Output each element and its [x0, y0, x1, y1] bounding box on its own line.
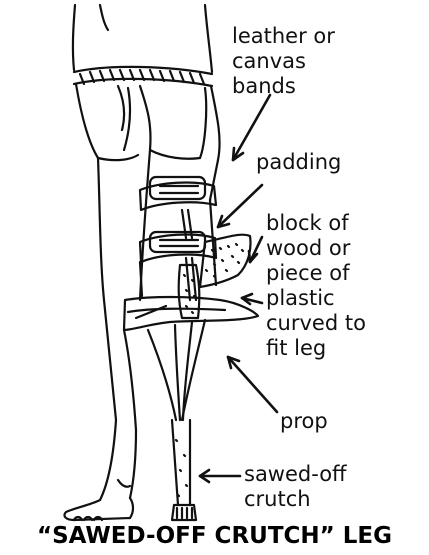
label-prop-line: prop — [280, 409, 328, 434]
label-prop: prop — [280, 409, 328, 434]
label-block-line: fit leg — [266, 336, 366, 361]
label-crutch-line: crutch — [244, 487, 347, 512]
shorts — [76, 84, 220, 160]
label-crutch: sawed-off crutch — [244, 462, 347, 512]
label-padding-line: padding — [256, 150, 341, 175]
shorts-crease — [118, 86, 130, 150]
label-bands: leather or canvas bands — [232, 24, 335, 99]
upper-band — [140, 177, 216, 210]
label-padding: padding — [256, 150, 341, 175]
label-crutch-line: sawed-off — [244, 462, 347, 487]
label-bands-line: bands — [232, 74, 335, 99]
label-block-line: wood or — [266, 236, 366, 261]
hips — [73, 5, 212, 72]
crutch-shaft — [172, 420, 196, 520]
label-block: block of wood or piece of plastic curved… — [266, 211, 366, 361]
label-block-line: plastic — [266, 286, 366, 311]
label-block-line: curved to — [266, 311, 366, 336]
label-bands-line: leather or — [232, 24, 335, 49]
label-block-line: piece of — [266, 261, 366, 286]
natural-leg — [64, 300, 136, 520]
props — [148, 320, 205, 420]
figure-caption: “SAWED-OFF CRUTCH” LEG — [0, 523, 429, 549]
label-block-line: block of — [266, 211, 366, 236]
label-bands-line: canvas — [232, 49, 335, 74]
waistband — [74, 67, 212, 86]
